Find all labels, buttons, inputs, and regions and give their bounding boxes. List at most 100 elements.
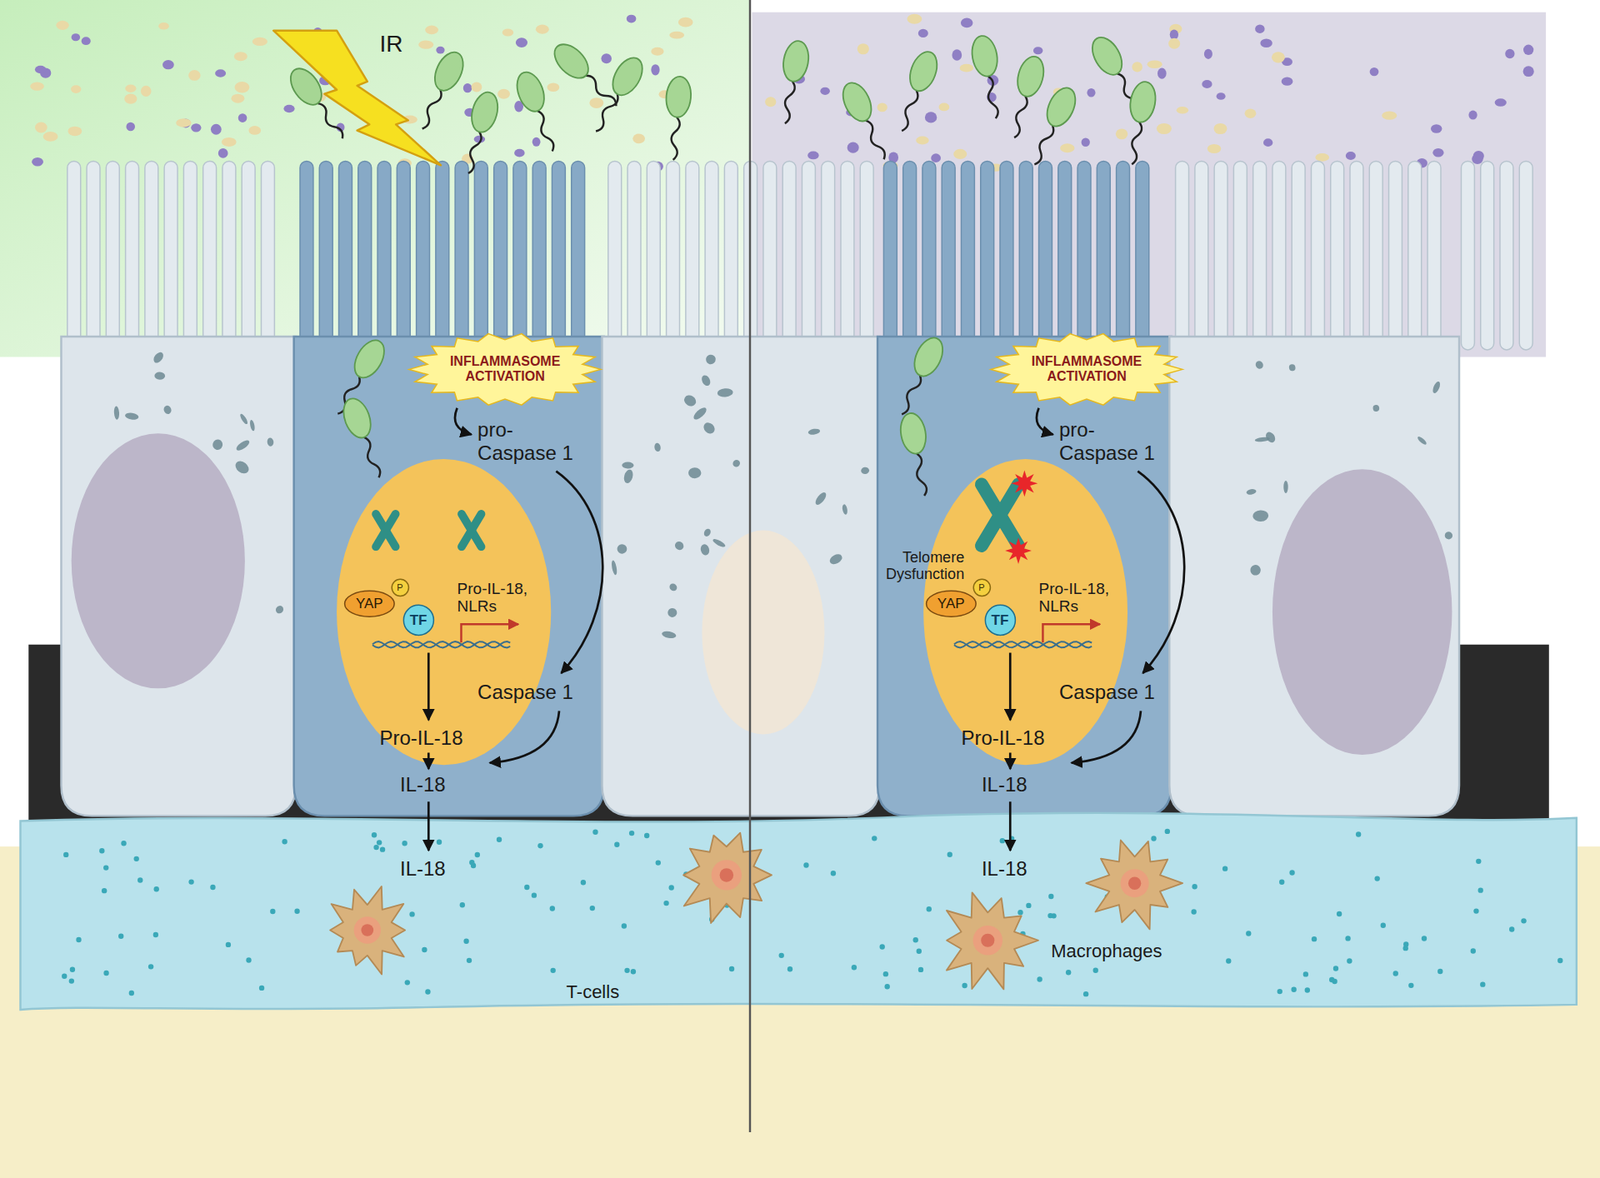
bacterium: [512, 68, 565, 155]
bacterium-body: [837, 78, 877, 126]
lamina-dot: [1093, 968, 1099, 974]
luminal-particle: [497, 89, 510, 100]
lamina-dot: [883, 971, 889, 977]
luminal-particle: [1381, 111, 1397, 120]
lamina-dot: [134, 856, 140, 862]
node-text: P: [396, 582, 403, 594]
lamina-dot: [916, 949, 922, 955]
luminal-particle: [820, 87, 830, 95]
gene-label: Pro-IL-18, NLRs: [457, 580, 544, 617]
microvillus: [532, 160, 546, 350]
enterocyte-highlighted: [877, 336, 1172, 816]
luminal-particle: [514, 149, 525, 158]
luminal-particle: [515, 37, 528, 48]
lamina-dot: [580, 880, 586, 885]
microvillus: [1389, 160, 1403, 350]
cytoplasm-granule: [266, 437, 275, 447]
lamina-dot: [409, 911, 415, 917]
macrophage: [1085, 840, 1183, 930]
macrophage-nucleolus: [1128, 876, 1141, 890]
macrophage-nucleus: [354, 916, 381, 944]
burst-shape: [409, 334, 601, 405]
flagellum: [360, 435, 383, 479]
microvillus: [241, 160, 255, 350]
lamina-dot: [425, 989, 430, 995]
luminal-particle: [1214, 123, 1228, 135]
pathway-arrow: [1036, 408, 1054, 435]
nucleus: [71, 433, 245, 689]
lamina-dot: [380, 846, 385, 852]
lamina-dot: [61, 974, 67, 980]
lamina-dot: [644, 833, 650, 839]
lamina-dot: [550, 905, 555, 911]
bacterium-body: [429, 47, 469, 95]
luminal-particle: [600, 53, 611, 64]
bacterium: [1002, 53, 1048, 141]
luminal-particle: [71, 33, 81, 41]
cytoplasm-granule: [691, 405, 709, 422]
lamina-dot: [947, 852, 953, 858]
phosphate-mark: P: [973, 579, 991, 597]
luminal-particle: [939, 103, 950, 112]
bacterium-body: [897, 411, 929, 456]
lamina-dot: [630, 969, 636, 975]
pathway-arrow: [427, 752, 430, 770]
luminal-particle: [1245, 109, 1257, 120]
luminal-particle: [877, 103, 888, 113]
luminal-particle: [650, 64, 660, 75]
lamina-dot: [1336, 911, 1342, 917]
cytoplasm-granule: [660, 630, 677, 640]
microvillus: [1233, 160, 1247, 350]
microvillus: [416, 160, 430, 350]
cytoplasm-granule: [1283, 480, 1288, 494]
luminal-particle: [1157, 68, 1167, 80]
lamina-dot: [1165, 829, 1170, 835]
lamina-dot: [376, 840, 382, 845]
cytokine-label: IL-18: [400, 773, 446, 797]
luminal-particle: [1315, 153, 1330, 162]
lamina-dot: [1421, 935, 1427, 941]
lamina-dot: [1478, 887, 1484, 893]
lamina-dot: [614, 842, 620, 848]
luminal-particle: [918, 29, 929, 38]
lamina-dot: [918, 967, 924, 973]
cytoplasm-granule: [813, 490, 828, 507]
macrophage-nucleolus: [720, 868, 735, 883]
cytoplasm-granule: [668, 582, 679, 593]
microvillus: [860, 160, 874, 350]
microvillus: [145, 160, 159, 350]
lamina-dot: [463, 939, 469, 945]
cytoplasm-granule: [1416, 435, 1428, 447]
luminal-particle: [1216, 92, 1226, 100]
lamina-dot: [1403, 945, 1409, 951]
bacterium-body: [467, 89, 502, 135]
flagellum: [465, 130, 484, 175]
bacterium-body: [512, 68, 550, 115]
luminal-particle: [589, 97, 604, 109]
luminal-particle: [234, 51, 248, 61]
cytoplasm-granule: [841, 504, 849, 515]
luminal-particle: [1176, 106, 1189, 115]
lamina-dot: [1190, 909, 1196, 915]
luminal-particle: [140, 85, 151, 97]
microvillus: [1019, 160, 1033, 350]
microvillus: [646, 160, 660, 350]
bacterium: [837, 78, 895, 165]
lamina-dot: [475, 852, 480, 858]
microvillus: [1253, 160, 1267, 350]
microvillus: [67, 160, 81, 350]
luminal-particle: [847, 142, 860, 154]
cytoplasm-granule: [860, 466, 870, 475]
lamina-dot: [120, 840, 126, 846]
lamina-dot: [137, 877, 143, 883]
lamina-dot: [590, 905, 595, 911]
bacterium-body: [1086, 32, 1129, 80]
microvillus: [1096, 160, 1110, 350]
lamina-dot: [405, 980, 410, 985]
luminal-particle: [535, 25, 550, 35]
node-shape: [344, 590, 395, 617]
cytoplasm-granule: [151, 350, 165, 365]
microvillus: [1214, 160, 1228, 350]
luminal-particle: [158, 22, 170, 30]
